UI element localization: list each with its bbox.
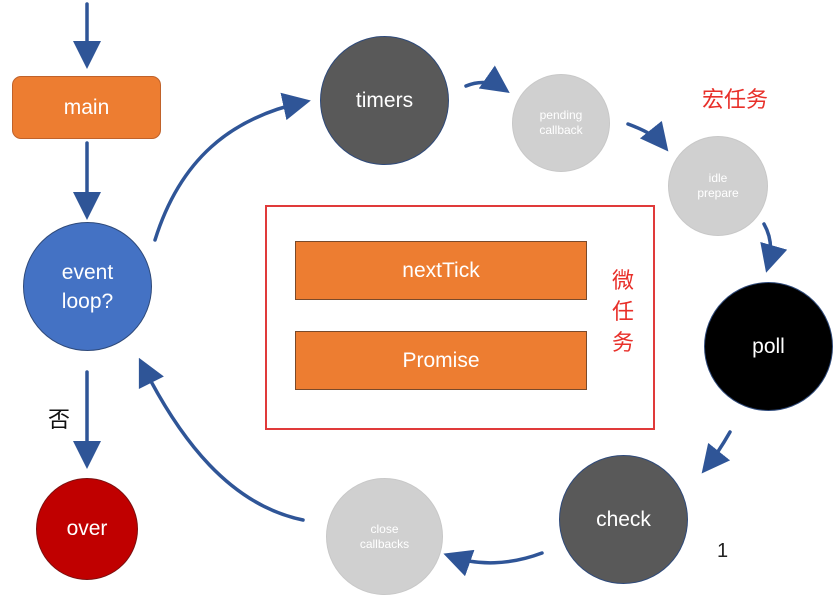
no-branch-label: 否: [48, 408, 71, 433]
arrow-pending-to-idle: [626, 120, 669, 152]
arrow-timers-to-pending: [464, 65, 510, 94]
idle-label-line2: prepare: [697, 186, 739, 200]
arrow-check-to-close: [443, 549, 544, 577]
idle-prepare-phase-node: idle prepare: [668, 136, 768, 236]
check-label: check: [596, 507, 651, 531]
idle-label-line1: idle: [708, 171, 728, 185]
arrow-poll-to-check: [701, 430, 732, 474]
main-node: main: [12, 76, 161, 139]
event-loop-node: event loop?: [23, 222, 152, 351]
check-phase-node: check: [559, 455, 688, 584]
event-loop-label-line2: loop?: [61, 289, 114, 313]
pending-label-line1: pending: [539, 108, 583, 122]
nexttick-queue: nextTick: [295, 241, 587, 300]
close-label-line1: close: [370, 521, 399, 536]
main-label: main: [63, 95, 110, 119]
nexttick-label: nextTick: [402, 258, 480, 282]
macrotask-label: 宏任务: [702, 88, 769, 113]
timers-label: timers: [355, 88, 414, 112]
close-callbacks-phase-node: close callbacks: [326, 478, 443, 595]
microtask-label: 微任务: [612, 269, 635, 356]
event-loop-label-line1: event: [61, 260, 114, 284]
poll-phase-node: poll: [704, 282, 833, 411]
close-label-line2: callbacks: [359, 536, 410, 551]
over-node: over: [36, 478, 138, 580]
timers-phase-node: timers: [320, 36, 449, 165]
microtask-box: [265, 205, 655, 430]
promise-label: Promise: [402, 348, 480, 372]
pending-label-line2: callback: [539, 123, 583, 137]
promise-queue: Promise: [295, 331, 587, 390]
pending-callback-phase-node: pending callback: [512, 74, 610, 172]
page-number: 1: [717, 540, 729, 562]
poll-label: poll: [752, 334, 785, 358]
arrow-idle-to-poll: [760, 222, 788, 273]
over-label: over: [66, 517, 108, 540]
